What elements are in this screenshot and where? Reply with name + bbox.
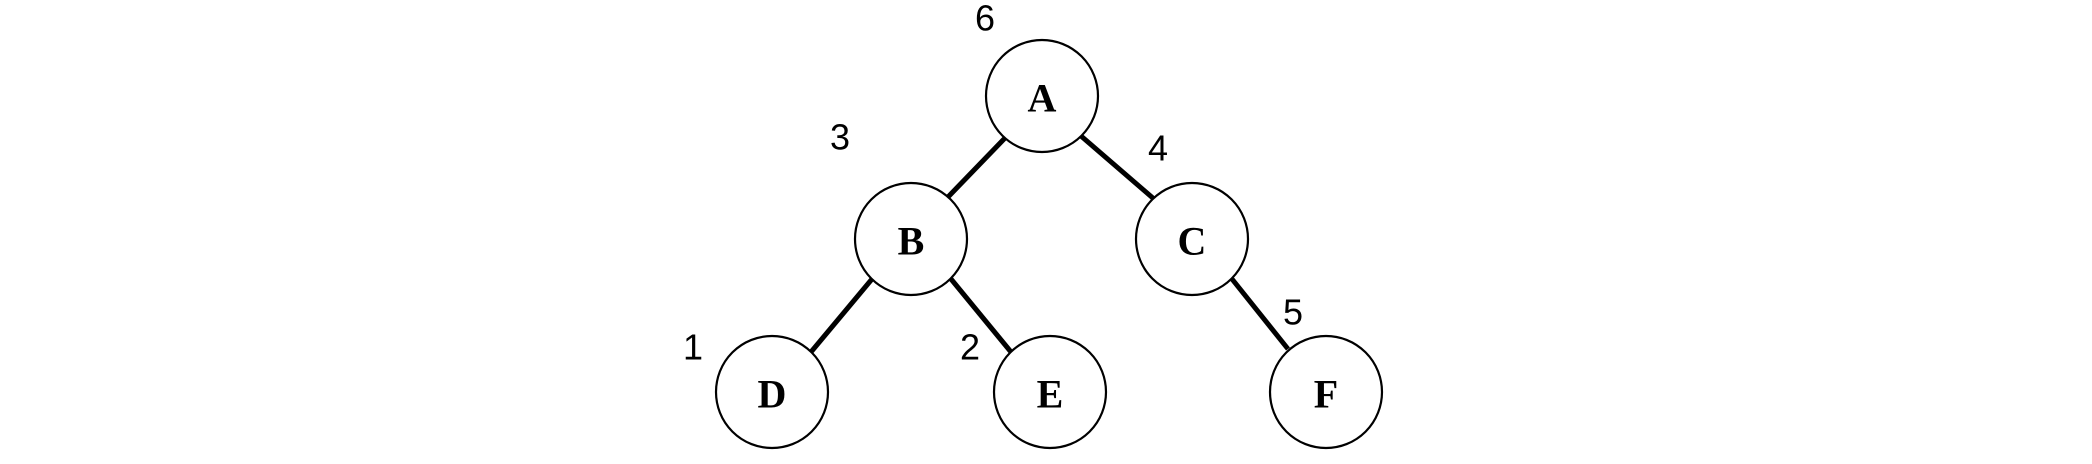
node-b[interactable]: B <box>853 181 969 297</box>
edge-weight-c-f: 5 <box>1283 292 1303 333</box>
node-f-circle[interactable] <box>1268 334 1384 450</box>
edge-weight-b-e: 2 <box>960 327 980 368</box>
node-d-label: D <box>758 372 787 417</box>
node-f-label: F <box>1314 372 1338 417</box>
node-c-circle[interactable] <box>1134 181 1250 297</box>
node-d-circle[interactable] <box>714 334 830 450</box>
node-a-circle[interactable] <box>984 38 1100 154</box>
node-e-label: E <box>1037 372 1064 417</box>
node-d[interactable]: D <box>714 334 830 450</box>
node-c[interactable]: C <box>1134 181 1250 297</box>
edge-a-c <box>1079 134 1156 201</box>
edge-weight-a-b: 6 <box>975 0 995 39</box>
node-c-label: C <box>1178 219 1207 264</box>
edge-b-d <box>809 277 874 354</box>
node-f[interactable]: F <box>1268 334 1384 450</box>
node-group: A B C D E F <box>714 38 1384 450</box>
edge-weight-d-incoming: 1 <box>683 327 703 368</box>
node-a[interactable]: A <box>984 38 1100 154</box>
node-b-circle[interactable] <box>853 181 969 297</box>
edge-group <box>809 134 1290 354</box>
node-e-circle[interactable] <box>992 334 1108 450</box>
node-b-label: B <box>898 219 925 264</box>
node-a-label: A <box>1028 76 1057 121</box>
edge-weight-a-c: 4 <box>1148 128 1168 169</box>
edge-weight-b-d: 3 <box>830 117 850 158</box>
node-e[interactable]: E <box>992 334 1108 450</box>
edge-c-f <box>1230 277 1290 351</box>
edge-b-e <box>949 277 1013 354</box>
edge-a-b <box>946 136 1007 199</box>
edge-weight-group: 6 3 4 2 5 1 <box>683 0 1303 368</box>
